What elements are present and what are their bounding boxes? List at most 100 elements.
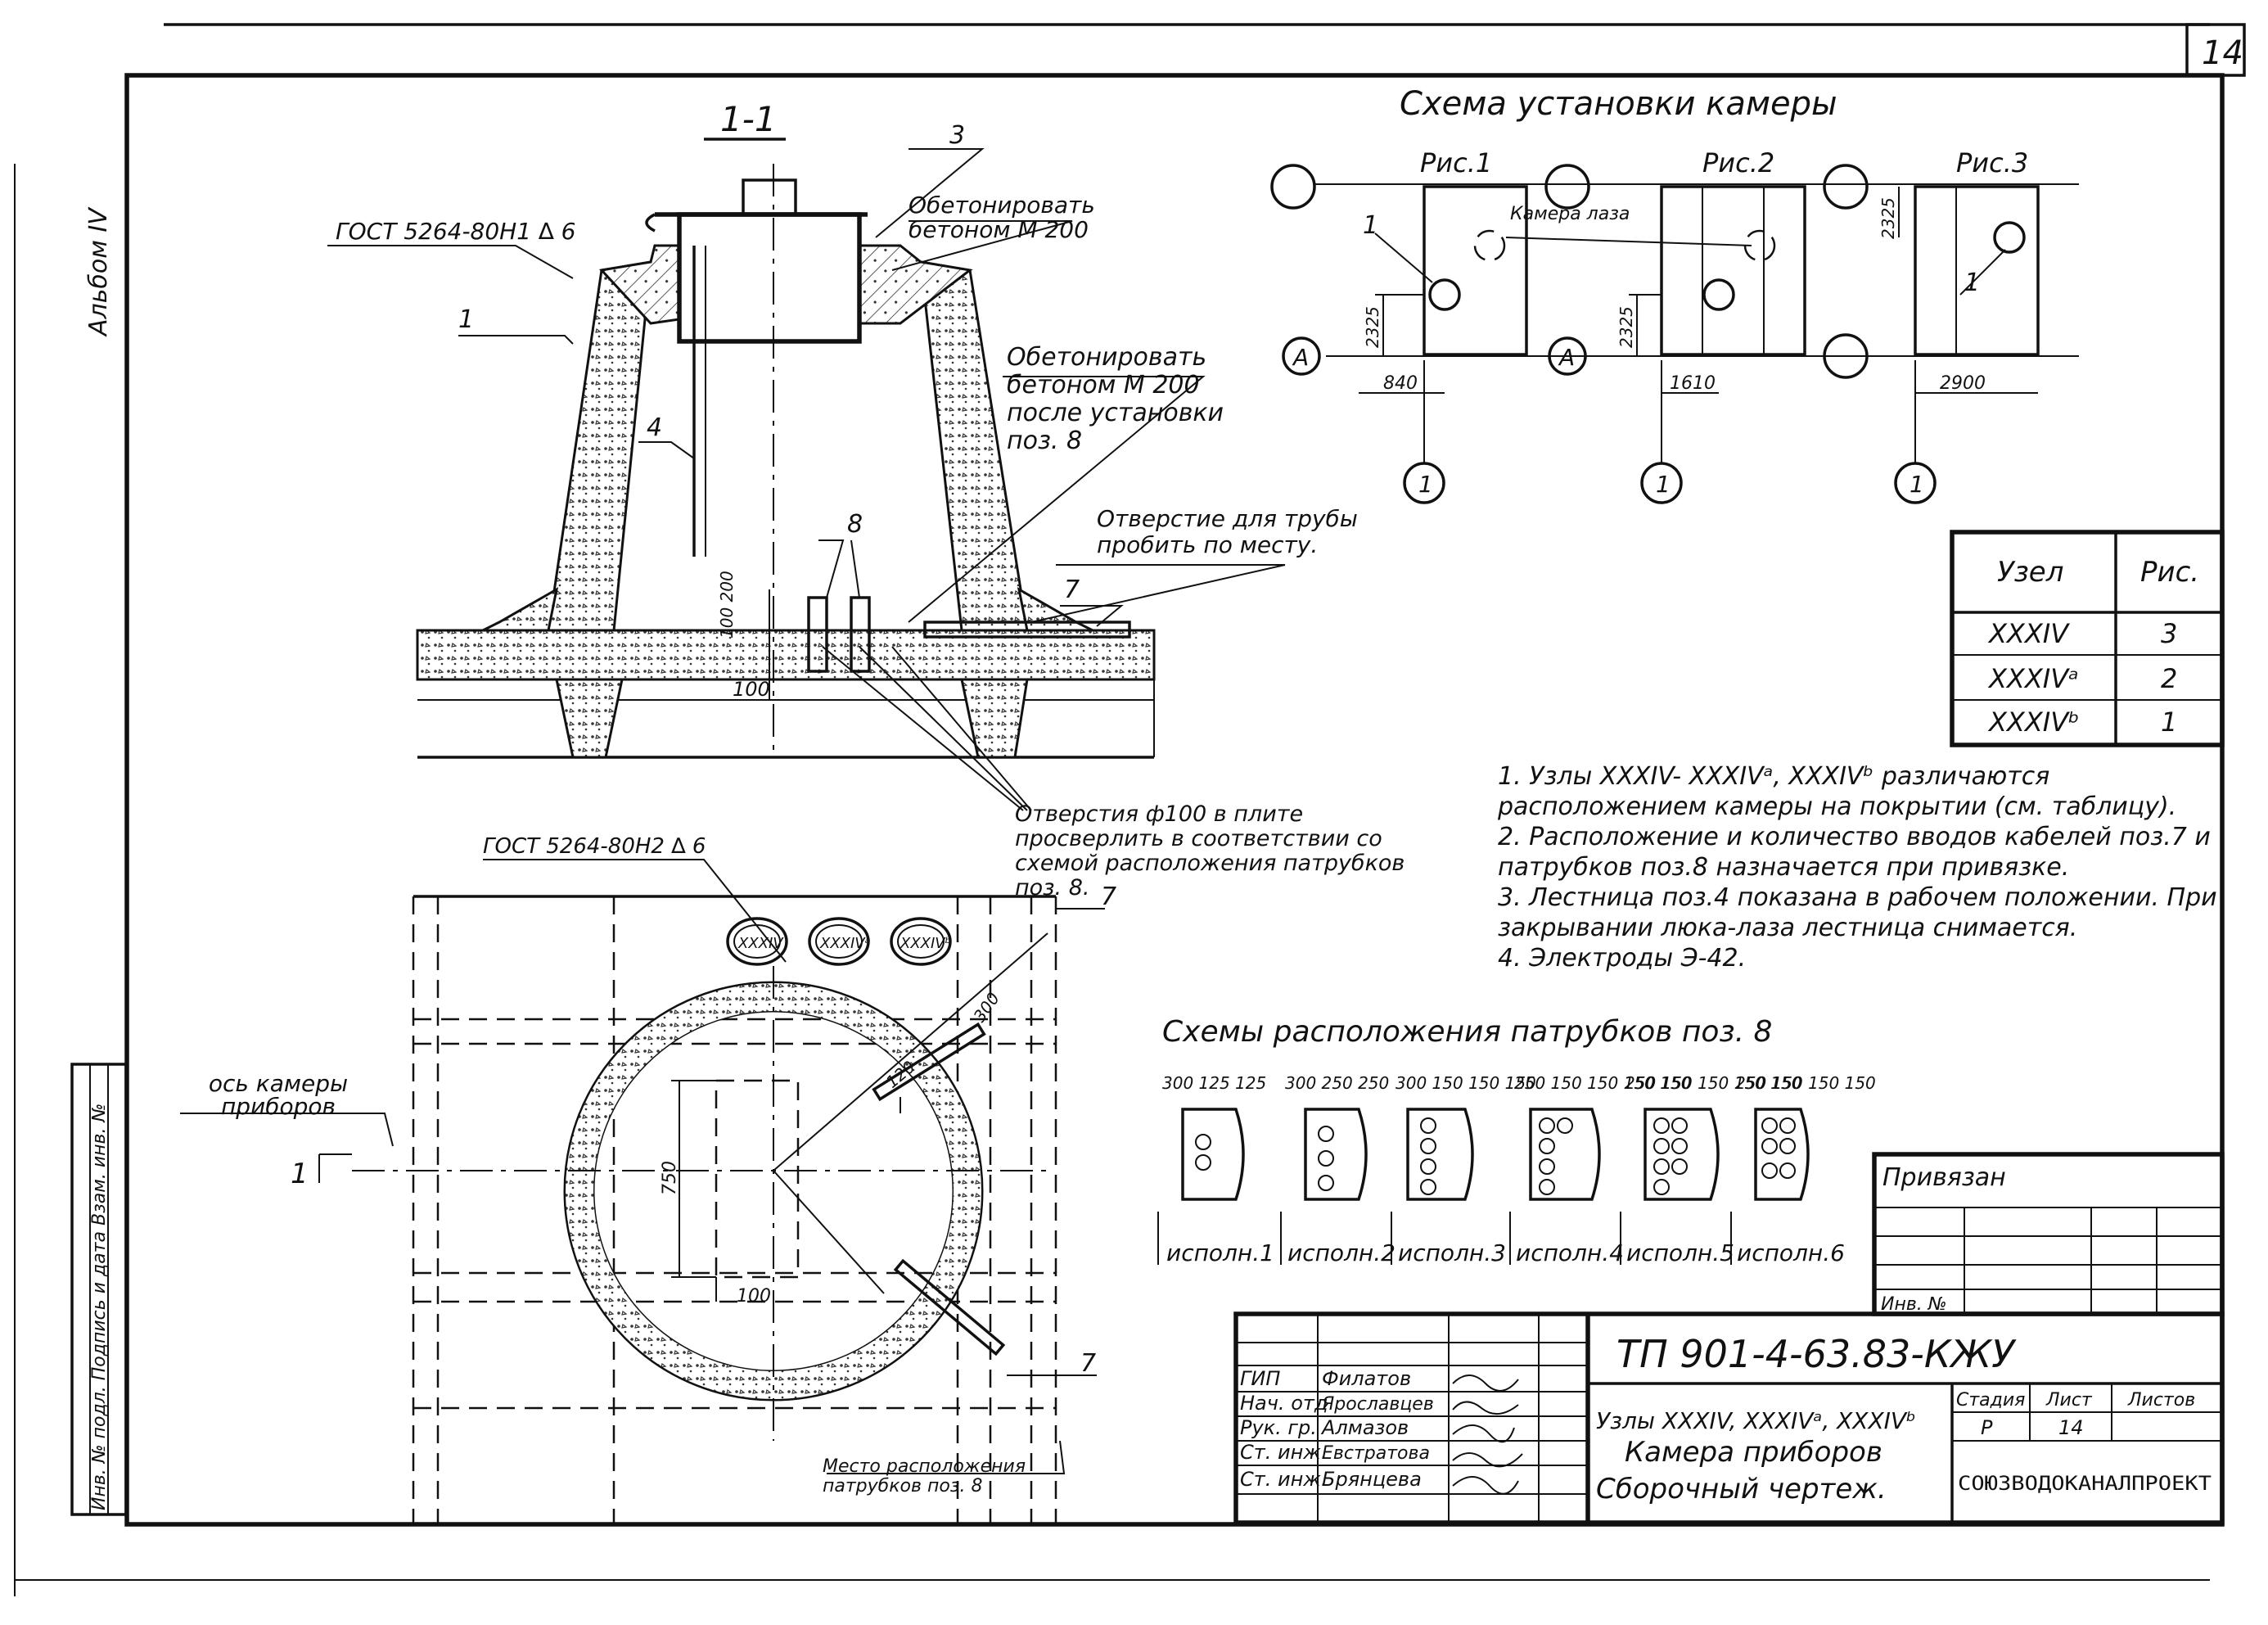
fig2-axis-letter: А (1558, 344, 1575, 371)
fig3-dim-h: 2900 (1940, 373, 1986, 394)
album-label: Альбом IV (84, 206, 113, 337)
binding-inv: Инв. № (1881, 1294, 1947, 1315)
fig1-axis-num: 1 (1418, 471, 1433, 498)
section-gost: ГОСТ 5264-80Н1 ∆ 6 (336, 218, 575, 245)
staff-role-3: Рук. гр. (1240, 1416, 1317, 1439)
scheme-title: Схема установки камеры (1400, 85, 1837, 123)
fig1-dim-v: 2325 (1363, 306, 1382, 348)
staff-name-4: Евстратова (1322, 1443, 1430, 1464)
staff-name-3: Алмазов (1320, 1416, 1409, 1439)
staff-role-1: ГИП (1240, 1367, 1280, 1390)
staff-role-2: Нач. отд (1240, 1392, 1328, 1415)
node-table-row3-node: XXXIVᵇ (1987, 706, 2080, 738)
fig1-axis-letter: А (1292, 344, 1309, 371)
nozzle-6-dims: 250 150 150 150 (1735, 1073, 1876, 1093)
fig2-dim-h: 1610 (1670, 373, 1716, 394)
nozzle-2-label: исполн.2 (1287, 1239, 1396, 1266)
title-sheet-header: Лист (2045, 1390, 2093, 1411)
staff-role-5: Ст. инж. (1240, 1468, 1328, 1491)
binding-stamp (1872, 1152, 2225, 1316)
note-pipe-hole-box: Отверстие для трубы пробить по месту. (1097, 505, 1358, 558)
nozzle-1-dims: 300 125 125 (1162, 1073, 1266, 1093)
plan-view (180, 859, 1105, 1523)
nozzle-1-label: исполн.1 (1166, 1239, 1274, 1266)
node-table-header-fig: Рис. (2140, 556, 2199, 589)
note-concrete-1: Обетонировать бетоном М 200 (909, 192, 1095, 243)
plan-dim-750: 750 (660, 1161, 680, 1195)
node-table-row3-fig: 1 (2161, 706, 2177, 738)
staff-role-4: Ст. инж. (1240, 1441, 1328, 1464)
fig2-dim-v: 2325 (1616, 306, 1636, 348)
node-table (1950, 530, 2225, 747)
title-block (1233, 1311, 2225, 1525)
binding-title: Привязан (1882, 1163, 2006, 1192)
side-stamp (70, 1063, 128, 1516)
note-concrete-2: Обетонировать бетоном М 200 после устано… (1007, 343, 1224, 455)
fig1-label: Рис.1 (1420, 147, 1492, 178)
note-3: 3. Лестница поз.4 показана в рабочем пол… (1498, 883, 2217, 942)
note-4: 4. Электроды Э-42. (1498, 944, 1747, 973)
nozzle-3-dims: 300 150 150 150 (1396, 1073, 1536, 1093)
fig2-label: Рис.2 (1702, 147, 1774, 178)
plan-place-note-box: Место расположения патрубков поз. 8 (823, 1456, 1026, 1496)
fig3-callout: 1 (1964, 269, 1980, 297)
nozzle-6-label: исполн.6 (1737, 1239, 1845, 1266)
plan-axis-label: ось камеры приборов (208, 1070, 349, 1120)
plan-dim-100: 100 (737, 1286, 771, 1307)
nozzle-2-dims: 300 250 250 (1285, 1073, 1389, 1093)
title-subject-1: Узлы XXXIV, XXXIVᵃ, XXXIVᵇ (1596, 1407, 1916, 1434)
section-callout-4: 4 (647, 413, 662, 442)
section-callout-7: 7 (1064, 576, 1080, 604)
plan-gost: ГОСТ 5264-80Н2 ∆ 6 (483, 834, 706, 859)
side-stamp-text: Инв. № подл. Подпись и дата Взам. инв. № (89, 1104, 110, 1510)
node-table-row1-node: XXXIV (1987, 618, 2070, 649)
note-pipe-hole: Отверстие для трубы пробить по месту. (1097, 505, 1358, 558)
scheme-camera-label: Камера лаза (1510, 204, 1630, 224)
plan-badge-3: XXXIVᵇ (900, 935, 951, 952)
section-label: 1-1 (720, 99, 777, 139)
note-1: 1. Узлы XXXIV- XXXIVᵃ, XXXIVᵇ различаютс… (1498, 762, 2177, 821)
plan-badge-2: XXXIVᵃ (819, 935, 871, 952)
section-1-1: 1-1 (327, 99, 1286, 811)
note-concrete-1-box: Обетонировать бетоном М 200 (909, 192, 1095, 243)
plan-axis-label-box: ось камеры приборов (208, 1070, 349, 1120)
title-sheets-header: Листов (2127, 1390, 2195, 1411)
nozzle-5-dims: 250 150 150 150 150 (1625, 1073, 1801, 1093)
section-callout-3: 3 (949, 121, 965, 150)
section-callout-8: 8 (847, 510, 863, 539)
section-callout-1: 1 (458, 305, 474, 334)
node-table-row2-node: XXXIVᵃ (1987, 663, 2079, 694)
plan-badge-1: XXXIV (737, 935, 784, 952)
fig1-callout: 1 (1363, 211, 1378, 240)
plan-section-mark: 1 (291, 1158, 309, 1190)
nozzle-3-label: исполн.3 (1398, 1239, 1506, 1266)
nozzle-variants (1157, 1108, 1810, 1265)
plan-place-note: Место расположения патрубков поз. 8 (823, 1456, 1026, 1496)
fig1-dim-h: 840 (1383, 373, 1418, 394)
scheme-figures (1270, 164, 2079, 504)
note-concrete-2-box: Обетонировать бетоном М 200 после устано… (1007, 343, 1224, 455)
node-table-row1-fig: 3 (2161, 618, 2177, 649)
fig3-dim-v: 2325 (1878, 197, 1898, 239)
title-stage: Р (1981, 1416, 1993, 1439)
note-2: 2. Расположение и количество вводов кабе… (1498, 823, 2211, 882)
section-dim-100-200: 100 200 (717, 571, 737, 639)
title-sheet: 14 (2058, 1416, 2084, 1439)
staff-name-2: Ярославцев (1321, 1394, 1434, 1415)
nozzle-4-label: исполн.4 (1516, 1239, 1624, 1266)
node-table-header-node: Узел (1997, 556, 2063, 589)
title-org: СОЮЗВОДОКАНАЛПРОЕКТ (1958, 1472, 2212, 1495)
plan-callout-7a: 7 (1101, 882, 1116, 911)
staff-name-5: Брянцева (1322, 1468, 1422, 1491)
notes: 1. Узлы XXXIV- XXXIVᵃ, XXXIVᵇ различаютс… (1498, 761, 2218, 973)
nozzles-title: Схемы расположения патрубков поз. 8 (1162, 1015, 1772, 1049)
nozzle-4-dims: 250 150 150 150 150 (1514, 1073, 1691, 1093)
title-stage-header: Стадия (1956, 1390, 2025, 1411)
staff-name-1: Филатов (1322, 1367, 1411, 1390)
section-dim-100: 100 (733, 678, 770, 701)
title-subject-2: Камера приборов (1625, 1436, 1882, 1469)
page-number: 14 (2202, 34, 2243, 72)
plan-callout-7b: 7 (1080, 1349, 1096, 1378)
fig3-axis-num: 1 (1910, 471, 1924, 498)
